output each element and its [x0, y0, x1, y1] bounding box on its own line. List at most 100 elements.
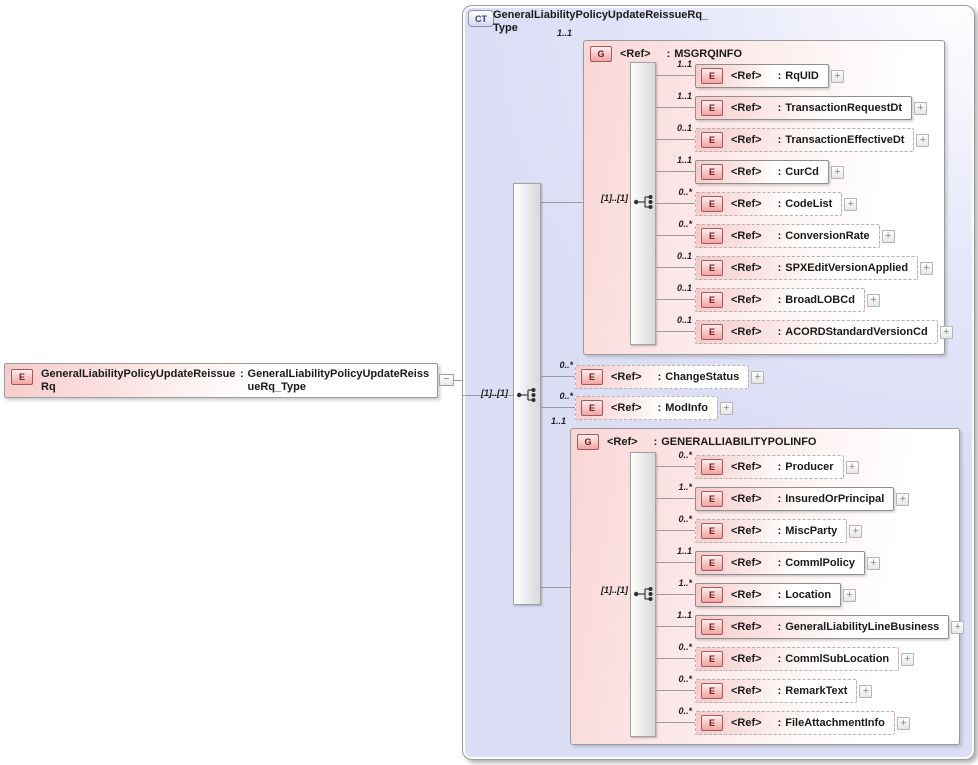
element-box[interactable]: E <Ref> :BroadLOBCd	[695, 288, 865, 312]
element-box[interactable]: E <Ref> :ChangeStatus	[575, 365, 750, 389]
colon-separator: :	[239, 368, 244, 380]
element-name: :CurCd	[777, 166, 819, 178]
element-name: :TransactionEffectiveDt	[777, 134, 905, 146]
ref-label: <Ref>	[731, 70, 762, 82]
expand-icon[interactable]: +	[844, 197, 858, 211]
element-box[interactable]: E <Ref> :Producer	[695, 455, 844, 479]
expand-icon[interactable]: +	[916, 133, 930, 147]
expand-icon[interactable]: +	[866, 556, 880, 570]
element-name: :Location	[777, 589, 832, 601]
element-box[interactable]: E <Ref> :MiscParty	[695, 519, 848, 543]
group-name: :GENERALLIABILITYPOLINFO	[653, 436, 817, 448]
element-box[interactable]: E <Ref> :CommlPolicy	[695, 551, 865, 575]
expand-icon[interactable]: +	[751, 370, 765, 384]
element-row: 0..* E <Ref> :MiscParty +	[656, 514, 863, 543]
element-name: :RqUID	[777, 70, 819, 82]
group-badge: G	[590, 46, 612, 62]
expand-icon[interactable]: +	[830, 69, 844, 83]
cardinality-label: 1..*	[678, 578, 692, 588]
element-box[interactable]: E <Ref> :InsuredOrPrincipal	[695, 487, 895, 511]
ref-label: <Ref>	[731, 166, 762, 178]
expand-icon[interactable]: +	[951, 620, 965, 634]
element-box[interactable]: E <Ref> :SPXEditVersionApplied	[695, 256, 919, 280]
element-box[interactable]: E <Ref> :TransactionEffectiveDt	[695, 128, 915, 152]
ref-label: <Ref>	[731, 294, 762, 306]
expand-icon[interactable]: +	[866, 293, 880, 307]
element-badge: E	[701, 100, 723, 116]
expand-icon[interactable]: +	[830, 165, 844, 179]
element-row: 0..* E <Ref> :FileAttachmentInfo +	[656, 706, 910, 735]
element-box[interactable]: E <Ref> :ModInfo	[575, 396, 719, 420]
ref-label: <Ref>	[731, 493, 762, 505]
complex-type-title: GeneralLiabilityPolicyUpdateReissueRq_Ty…	[493, 9, 709, 34]
element-box[interactable]: E <Ref> :Location	[695, 583, 842, 607]
ref-label: <Ref>	[731, 326, 762, 338]
element-badge: E	[701, 196, 723, 212]
element-row: 0..1 E <Ref> :SPXEditVersionApplied +	[656, 251, 934, 280]
element-box[interactable]: E <Ref> :ACORDStandardVersionCd	[695, 320, 938, 344]
element-badge: E	[701, 292, 723, 308]
expand-icon[interactable]: +	[939, 325, 953, 339]
cardinality-label: 1..1	[676, 155, 692, 165]
element-box[interactable]: E <Ref> :CommlSubLocation	[695, 647, 900, 671]
connector-line	[656, 75, 695, 76]
ref-label: <Ref>	[611, 371, 642, 383]
cardinality-label: 1..1	[676, 59, 692, 69]
element-badge: E	[701, 587, 723, 603]
element-row: 0..* E <Ref> :ConversionRate +	[656, 219, 895, 248]
expand-icon[interactable]: +	[914, 101, 927, 115]
expand-icon[interactable]: +	[720, 401, 734, 415]
cardinality-label: 1..1	[556, 28, 572, 38]
cardinality-label: 0..*	[678, 219, 692, 229]
cardinality-label: 0..1	[676, 315, 692, 325]
cardinality-label: 0..*	[678, 642, 692, 652]
element-row: 1..1 E <Ref> :GeneralLiabilityLineBusine…	[656, 610, 965, 639]
expand-icon[interactable]: +	[896, 492, 910, 506]
element-row: 0..* E <Ref> :Producer +	[656, 450, 859, 479]
element-box[interactable]: E <Ref> :CurCd	[695, 160, 829, 184]
root-element-box[interactable]: E GeneralLiabilityPolicyUpdateReissueRq …	[4, 363, 438, 398]
element-badge: E	[701, 324, 723, 340]
element-box[interactable]: E <Ref> :TransactionRequestDt	[695, 96, 912, 120]
expand-icon[interactable]: +	[849, 524, 863, 538]
expand-icon[interactable]: +	[920, 261, 934, 275]
expand-icon[interactable]: +	[881, 229, 895, 243]
connector-line	[656, 139, 695, 140]
ref-label: <Ref>	[620, 48, 651, 60]
occurrence-label: [1]..[1]	[481, 388, 508, 398]
element-name: :SPXEditVersionApplied	[777, 262, 909, 274]
cardinality-label: 0..*	[559, 360, 573, 370]
element-name: :InsuredOrPrincipal	[777, 493, 885, 505]
element-box[interactable]: E <Ref> :RemarkText	[695, 679, 858, 703]
connector-line	[656, 171, 695, 172]
element-box[interactable]: E <Ref> :CodeList	[695, 192, 843, 216]
element-box[interactable]: E <Ref> :GeneralLiabilityLineBusiness	[695, 615, 950, 639]
expand-icon[interactable]: +	[896, 716, 910, 730]
expand-icon[interactable]: +	[901, 652, 915, 666]
ref-label: <Ref>	[731, 685, 762, 697]
element-badge: E	[581, 400, 603, 416]
expand-icon[interactable]: +	[845, 460, 859, 474]
element-badge: E	[701, 683, 723, 699]
ref-label: <Ref>	[731, 461, 762, 473]
connector-line	[656, 594, 695, 595]
ref-label: <Ref>	[731, 134, 762, 146]
expand-icon[interactable]: +	[859, 684, 873, 698]
element-row: 1..1 E <Ref> :RqUID +	[656, 59, 844, 88]
element-badge: E	[701, 132, 723, 148]
element-name: :FileAttachmentInfo	[777, 717, 885, 729]
element-box[interactable]: E <Ref> :FileAttachmentInfo	[695, 711, 895, 735]
occurrence-label: [1]..[1]	[601, 193, 628, 203]
collapse-icon[interactable]: −	[439, 374, 454, 386]
connector-line	[656, 235, 695, 236]
expand-icon[interactable]: +	[843, 588, 857, 602]
element-badge: E	[581, 369, 603, 385]
ref-label: <Ref>	[731, 621, 762, 633]
connector-line	[453, 380, 463, 381]
cardinality-label: 0..*	[559, 391, 573, 401]
element-box[interactable]: E <Ref> :RqUID	[695, 64, 829, 88]
cardinality-label: 0..*	[678, 674, 692, 684]
element-row: 0..1 E <Ref> :ACORDStandardVersionCd +	[656, 315, 953, 344]
element-row: 0..* E <Ref> :ModInfo +	[541, 391, 734, 420]
element-box[interactable]: E <Ref> :ConversionRate	[695, 224, 880, 248]
